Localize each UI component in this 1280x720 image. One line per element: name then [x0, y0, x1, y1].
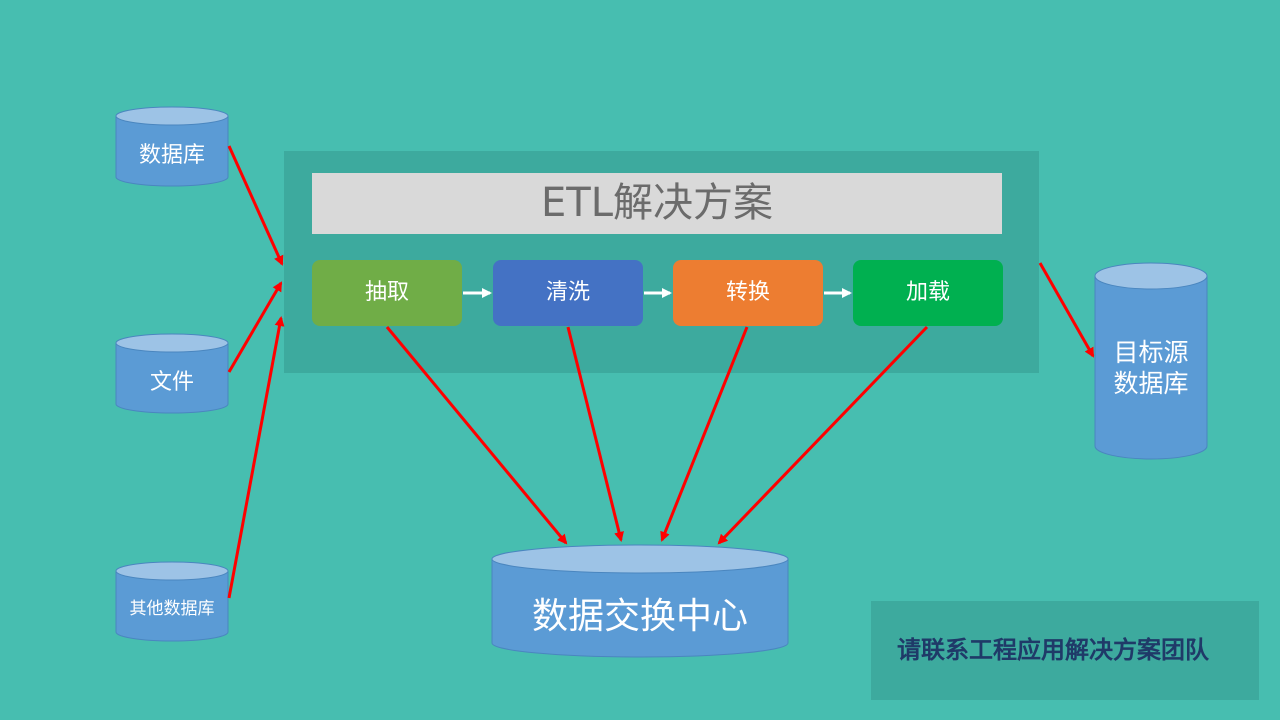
target-label-line1: 目标源 [1113, 338, 1189, 367]
source-other-database-cylinder [115, 561, 229, 642]
step-extract: 抽取 [312, 260, 462, 326]
data-flow-arrows [227, 145, 1095, 599]
source-database-cylinder [115, 106, 229, 187]
contact-note: 请联系工程应用解决方案团队 [871, 601, 1259, 700]
exchange-hub-label: 数据交换中心 [531, 596, 748, 637]
target-database-label: 目标源 数据库 [1095, 337, 1207, 399]
target-label-line2: 数据库 [1113, 369, 1189, 398]
step-transform: 转换 [673, 260, 823, 326]
diagram-title: ETL解决方案 [312, 173, 1002, 234]
source-file-label: 文件 [149, 370, 194, 395]
exchange-hub-cylinder [491, 544, 789, 658]
step-clean: 清洗 [493, 260, 643, 326]
source-database-label: 数据库 [138, 143, 205, 168]
source-other-database-label: 其他数据库 [129, 599, 215, 619]
step-load: 加载 [853, 260, 1003, 326]
target-database-cylinder [1094, 262, 1208, 460]
source-file-cylinder [115, 333, 229, 414]
